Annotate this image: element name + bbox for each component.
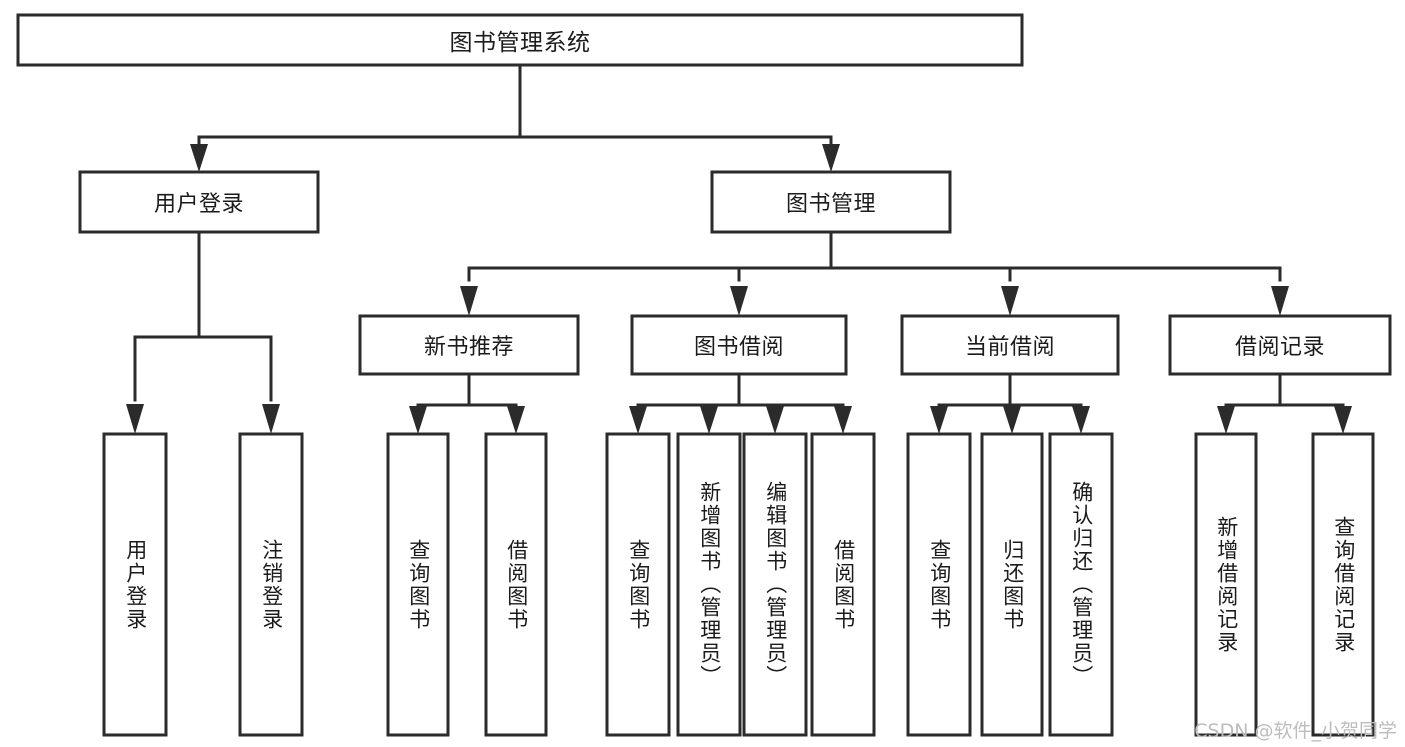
leaf-box-0[interactable] xyxy=(102,432,168,737)
arrow-head-icon xyxy=(1334,406,1352,434)
arrow-head-icon xyxy=(700,406,718,434)
arrow-head-icon xyxy=(1217,406,1235,434)
connector-userlogin-to-leaves xyxy=(126,230,280,434)
arrow-head-icon xyxy=(766,406,784,434)
arrow-head-icon xyxy=(190,144,208,172)
leaf-box-3[interactable] xyxy=(484,432,548,737)
connector-bookborrow-to-leaves xyxy=(629,372,852,434)
leaf-box-2[interactable] xyxy=(386,432,450,737)
node-box-borrow-record[interactable] xyxy=(1168,314,1392,376)
node-box-current-borrow[interactable] xyxy=(900,314,1120,376)
arrow-head-icon xyxy=(1271,286,1289,316)
leaf-box-6[interactable] xyxy=(742,432,808,737)
connector-borrowrecord-to-leaves xyxy=(1217,372,1352,434)
node-box-root[interactable] xyxy=(16,13,1024,67)
leaf-box-7[interactable] xyxy=(810,432,876,737)
connector-bookmanage-to-level2 xyxy=(460,230,1289,316)
arrow-head-icon xyxy=(1001,286,1019,316)
connector-root-to-level1 xyxy=(190,63,840,172)
arrow-head-icon xyxy=(1072,406,1090,434)
arrow-head-icon xyxy=(126,404,144,434)
leaf-box-9[interactable] xyxy=(980,432,1044,737)
connector-newbook-to-leaves xyxy=(409,372,525,434)
arrow-head-icon xyxy=(409,406,427,434)
leaf-box-4[interactable] xyxy=(605,432,671,737)
arrow-head-icon xyxy=(834,406,852,434)
leaf-box-10[interactable] xyxy=(1048,432,1114,737)
leaf-box-12[interactable] xyxy=(1311,432,1375,737)
leaf-box-11[interactable] xyxy=(1194,432,1258,737)
arrow-head-icon xyxy=(822,144,840,172)
arrow-head-icon xyxy=(730,286,748,316)
node-box-new-book-rec[interactable] xyxy=(358,314,580,376)
arrow-head-icon xyxy=(460,286,478,316)
leaf-box-8[interactable] xyxy=(906,432,972,737)
node-box-user-login[interactable] xyxy=(78,170,320,234)
arrow-head-icon xyxy=(629,406,647,434)
connector-currentborrow-to-leaves xyxy=(930,372,1090,434)
arrow-head-icon xyxy=(930,406,948,434)
arrow-head-icon xyxy=(507,406,525,434)
arrow-head-icon xyxy=(1003,406,1021,434)
node-box-book-borrow[interactable] xyxy=(630,314,848,376)
node-box-book-manage[interactable] xyxy=(710,170,952,234)
leaf-box-5[interactable] xyxy=(676,432,742,737)
arrow-head-icon xyxy=(262,404,280,434)
leaf-box-1[interactable] xyxy=(238,432,304,737)
